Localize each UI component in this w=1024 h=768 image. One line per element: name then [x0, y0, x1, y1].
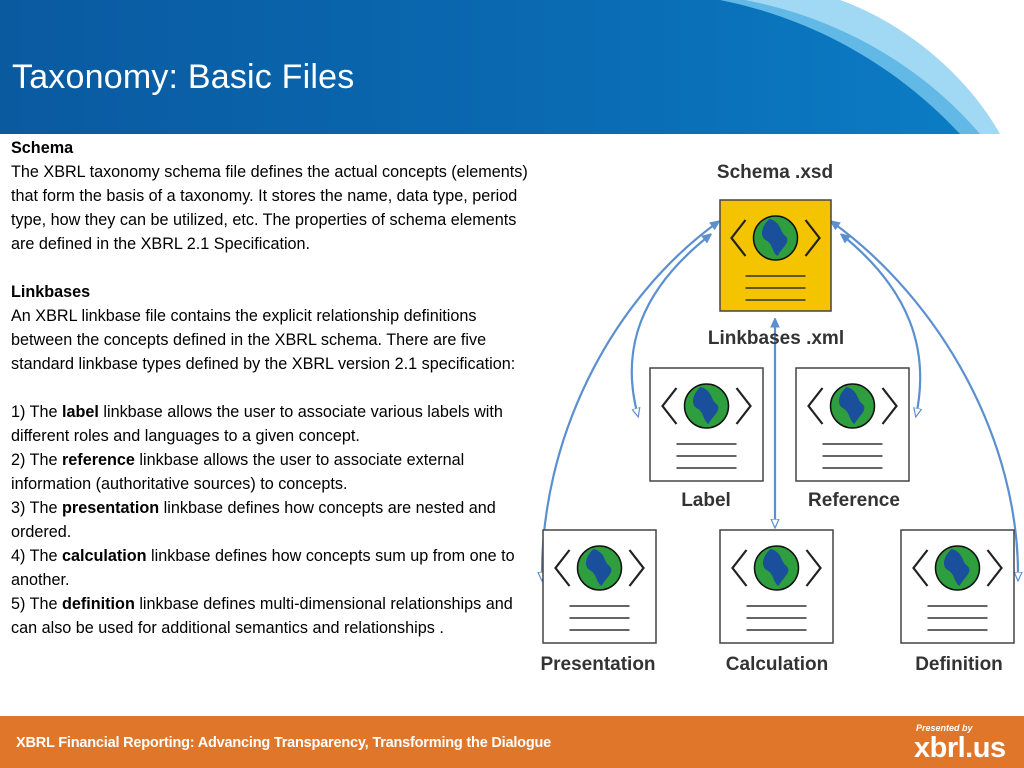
footer-tagline: XBRL Financial Reporting: Advancing Tran…	[16, 735, 552, 751]
globe-icon	[576, 545, 623, 591]
header-swoosh	[720, 0, 1024, 134]
reference-file-icon	[795, 367, 910, 482]
relationship-arrow	[832, 222, 1018, 580]
schema-paragraph: The XBRL taxonomy schema file defines th…	[11, 163, 528, 253]
linkbases-label: Linkbases .xml	[708, 328, 844, 349]
schema-file-icon	[719, 199, 832, 312]
calculation-file-icon	[719, 529, 834, 644]
globe-icon	[683, 383, 730, 429]
reference-label: Reference	[808, 490, 900, 511]
linkbase-type-list: 1) The label linkbase allows the user to…	[11, 400, 536, 640]
linkbase-type-item: 4) The calculation linkbase defines how …	[11, 547, 515, 589]
linkbases-paragraph: An XBRL linkbase file contains the expli…	[11, 307, 516, 373]
schema-label: Schema .xsd	[717, 162, 833, 183]
presentation-label: Presentation	[540, 654, 655, 675]
definition-file-icon	[900, 529, 1015, 644]
slide-footer: XBRL Financial Reporting: Advancing Tran…	[0, 716, 1024, 768]
linkbase-term: presentation	[62, 499, 160, 517]
linkbase-type-item: 3) The presentation linkbase defines how…	[11, 499, 496, 541]
linkbase-term: reference	[62, 451, 135, 469]
globe-icon	[829, 383, 876, 429]
relationship-arrows	[542, 222, 1018, 580]
calculation-label: Calculation	[726, 654, 828, 675]
body-text: Schema The XBRL taxonomy schema file def…	[11, 136, 536, 640]
slide-title: Taxonomy: Basic Files	[12, 58, 355, 96]
relationship-arrow	[542, 222, 718, 580]
linkbase-term: calculation	[62, 547, 147, 565]
linkbase-term: definition	[62, 595, 135, 613]
globe-icon	[753, 545, 800, 591]
slide-header: Taxonomy: Basic Files	[0, 0, 1024, 134]
linkbase-type-item: 5) The definition linkbase defines multi…	[11, 595, 513, 637]
schema-heading: Schema	[11, 139, 74, 157]
linkbases-heading: Linkbases	[11, 283, 91, 301]
presentation-file-icon	[542, 529, 657, 644]
globe-icon	[752, 215, 799, 261]
linkbase-term: label	[62, 403, 99, 421]
linkbase-type-item: 1) The label linkbase allows the user to…	[11, 403, 503, 445]
xbrl-us-logo: xbrl.us	[914, 732, 1006, 764]
label-file-icon	[649, 367, 764, 482]
definition-label: Definition	[915, 654, 1003, 675]
label-label: Label	[681, 490, 731, 511]
presented-by: Presented by	[916, 723, 973, 733]
linkbase-type-item: 2) The reference linkbase allows the use…	[11, 451, 465, 493]
globe-icon	[934, 545, 981, 591]
